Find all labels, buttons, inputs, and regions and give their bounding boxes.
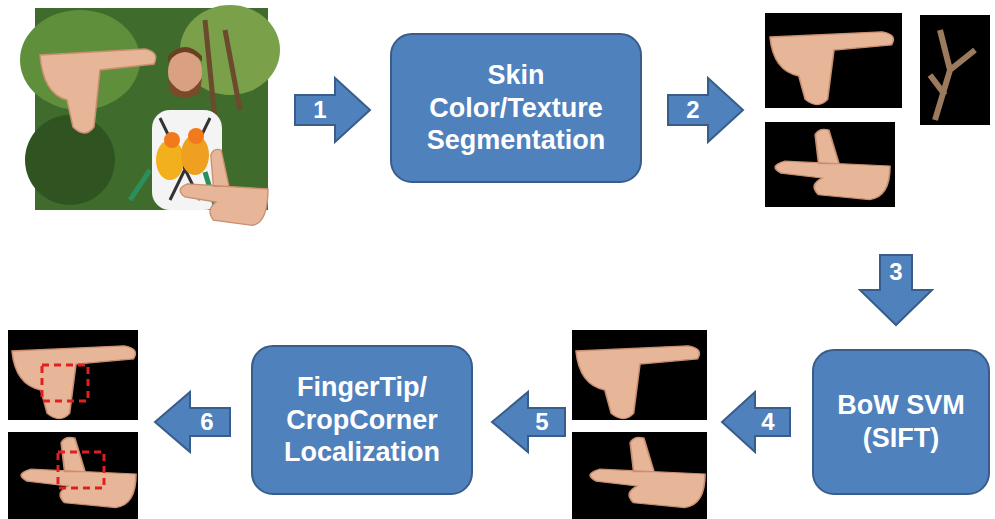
process-box: FingerTip/ CropCorner Localization bbox=[251, 345, 473, 495]
callout-number: 5 bbox=[535, 410, 548, 434]
box-label: BoW SVM (SIFT) bbox=[828, 389, 974, 455]
box-label: FingerTip/ CropCorner Localization bbox=[267, 371, 457, 470]
process-box: Skin Color/Texture Segmentation bbox=[390, 33, 642, 183]
callout-number: 4 bbox=[761, 410, 774, 434]
callout-number: 6 bbox=[200, 410, 213, 434]
process-box: BoW SVM (SIFT) bbox=[812, 349, 990, 495]
input-photo bbox=[20, 5, 280, 225]
segmented-patches bbox=[8, 13, 990, 519]
callout-number: 3 bbox=[889, 260, 902, 284]
box-label: Skin Color/Texture Segmentation bbox=[406, 59, 626, 158]
callout-number: 2 bbox=[686, 98, 699, 122]
callout-number: 1 bbox=[313, 98, 326, 122]
